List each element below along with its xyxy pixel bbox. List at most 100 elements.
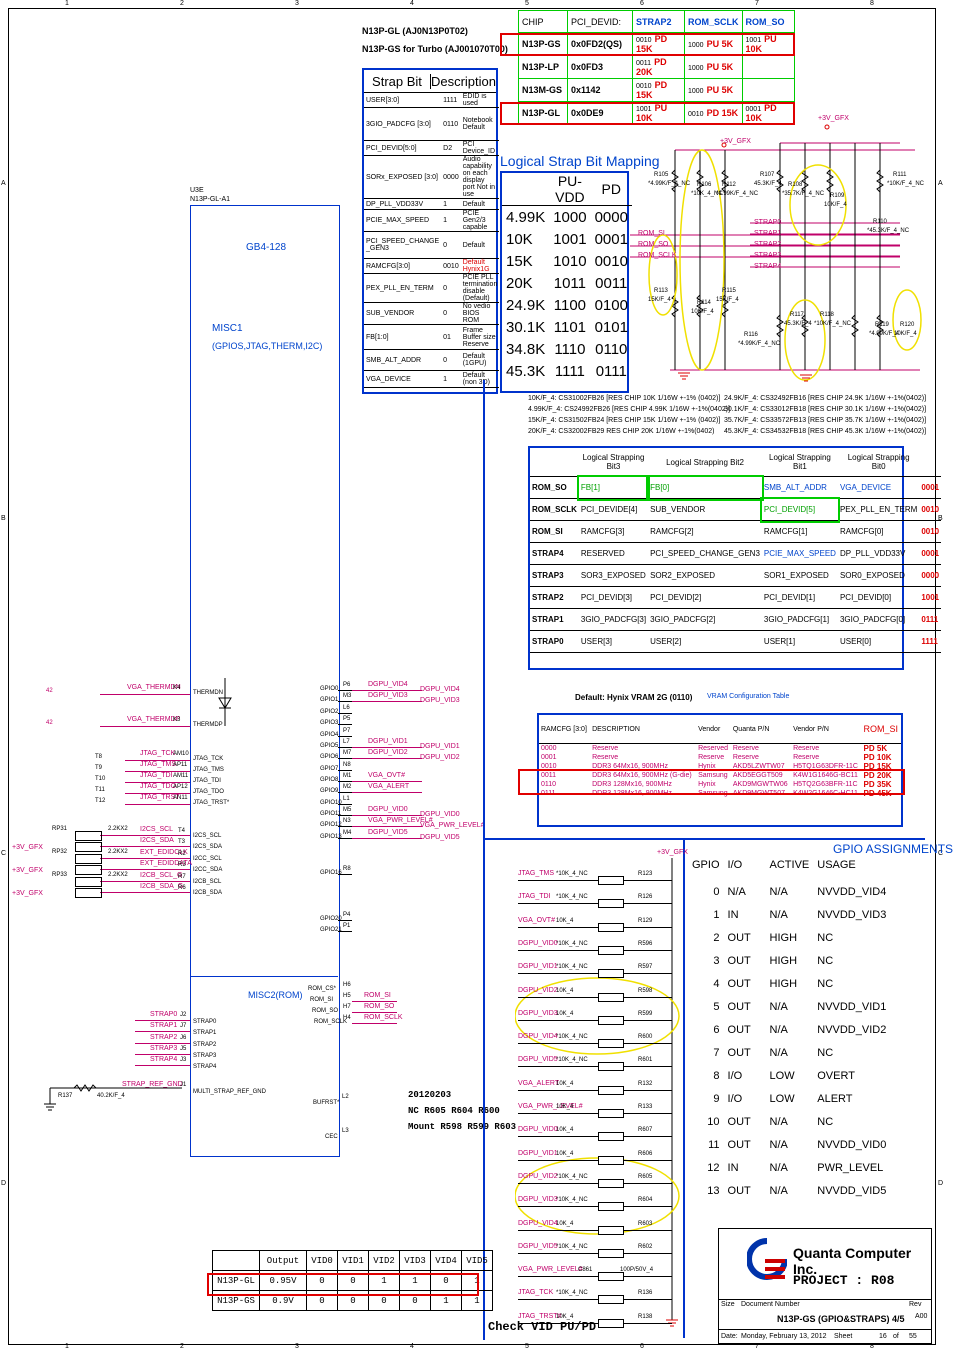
gpio-pin-name: GPIO1 <box>320 697 339 703</box>
i2c-pin: T3 <box>178 839 186 845</box>
pullup-ref: R607 <box>638 1127 653 1134</box>
res-notes-right: 24.9K/F_4: CS32492FB16 [RES CHIP 24.9K 1… <box>724 393 926 437</box>
thermal-diode-icon <box>218 678 232 726</box>
strap-resistor-ref: R116 <box>744 332 758 338</box>
strap-wire <box>135 1043 190 1044</box>
chip-strap-cell <box>741 55 795 79</box>
i2c-rail: +3V_GFX <box>12 844 43 851</box>
strap-resistor-value: 45.3K/F_4 <box>754 181 782 187</box>
strap-resistor-value: *4.99K/F_4_NC <box>648 181 691 187</box>
logical-strap-cell: STRAP4 <box>530 542 579 565</box>
logical-strap-cell: 0000 <box>919 564 942 587</box>
left-signal-wire <box>125 804 190 805</box>
left-signal-chip-pin: JTAG_TRST* <box>193 800 230 806</box>
logical-strap-cell: SOR0_EXPOSED <box>837 564 920 587</box>
logical-map-head-cell <box>502 173 550 206</box>
res-note: 35.7K/F_4: CS33572FB13 [RES CHIP 35.7K 1… <box>724 417 927 424</box>
chip-strap-value: PU 10K <box>636 103 668 123</box>
pullup-resistor-icon <box>598 1062 624 1072</box>
ruler-col: 6 <box>640 0 644 7</box>
i2c-resistor-icon <box>75 865 102 875</box>
strap-resistor-ref: R106 <box>697 182 712 188</box>
logical-strap-cell: USER[1] <box>761 630 838 653</box>
gpio-cell: NC <box>817 977 834 990</box>
strap-pin-number: J3 <box>180 1057 187 1063</box>
pullup-wire <box>518 1229 672 1231</box>
pullup-ref: 100P/50V_4 <box>620 1267 654 1274</box>
ruler-col: 5 <box>525 0 529 7</box>
left-signal-ref: 42 <box>46 688 53 694</box>
rom-pin-name: ROM_SI <box>310 997 334 1003</box>
strap-net: ROM_SCLK <box>638 252 677 259</box>
logical-map-cell: 0111 <box>595 362 627 380</box>
pullup-wire <box>518 1299 672 1301</box>
gpio-cell: OUT <box>727 1138 751 1151</box>
strap-net: ROM_SI <box>638 230 665 237</box>
strap-bit-value: 1 <box>441 209 461 232</box>
cec-pinno: L3 <box>342 1128 349 1134</box>
gpio-cell: IN <box>727 1161 739 1174</box>
title-divider <box>719 1299 931 1300</box>
vram-cell: DDR3 128Mx16, 900MHz <box>592 781 672 788</box>
pullup-ref: R598 <box>638 987 653 994</box>
misc2-title: MISC2(ROM) <box>248 990 303 1000</box>
gpio-pin-number: P5 <box>343 716 351 722</box>
gpio-cell: NVVDD_VID1 <box>817 1000 887 1013</box>
vram-cell: 0000 <box>541 745 557 752</box>
gpio-cell: 6 <box>713 1023 720 1036</box>
strap-resistor-ref: R111 <box>893 172 907 178</box>
gpio-cell: 10 <box>707 1115 720 1128</box>
vid-head-cell: VID4 <box>430 1250 462 1271</box>
gpio-pin-name: GPIO7 <box>320 766 339 772</box>
logical-strap-head-cell <box>530 448 579 477</box>
strap-pin-number: J2 <box>180 1012 187 1018</box>
i2c-pin: R6 <box>178 885 186 891</box>
i2c-chip-pin: I2CS_SCL <box>193 833 222 839</box>
rev-label: Rev <box>909 1301 922 1308</box>
chip-devid-table: CHIP PCI_DEVID: STRAP2 ROM_SCLK ROM_SO N… <box>518 10 795 125</box>
rail-label: +3V_GFX <box>818 115 849 122</box>
strap-resistor-value: 10K/F_4 <box>894 331 917 337</box>
i2c-wire <box>100 892 190 893</box>
gpio-pin-number: N3 <box>343 818 351 824</box>
pullup-wire <box>518 1206 672 1208</box>
pullup-value: 10K_4 <box>556 1150 574 1157</box>
doc-label: Document Number <box>741 1301 800 1308</box>
strap-net: STRAP0 <box>754 219 782 226</box>
i2c-resistor-icon <box>75 831 102 841</box>
strap-net: STRAP1 <box>754 230 782 237</box>
strap-resistor-value: *4.99K/F_4_NC <box>738 341 781 347</box>
gpio-pin-name: GPIO3 <box>320 720 339 726</box>
pullup-net: DGPU_VID5 <box>518 1056 558 1064</box>
i2c-chip-pin: I2CB_SCL <box>193 879 222 885</box>
logical-strap-cell: VGA_DEVICE <box>837 476 920 499</box>
chip-part: N13P-GL-A1 <box>190 196 231 203</box>
gpio-pin-stub <box>338 747 352 748</box>
left-signal-pin: AM10 <box>173 751 189 757</box>
pullup-net: DGPU_VID0 <box>518 939 558 947</box>
strap-bit-desc: Notebook Default <box>460 107 500 141</box>
strap-bit-title: Strap Bit <box>372 73 422 89</box>
vram-head-cell: Vendor P/N <box>791 715 862 744</box>
pullup-value: *10K_4_NC <box>556 1197 588 1204</box>
strap-bit-desc: EDID is used <box>460 93 500 108</box>
r137-wire <box>44 1084 182 1111</box>
pullup-wire <box>518 1159 672 1161</box>
strap-bit-value: 0000 <box>441 155 461 199</box>
i2c-wire <box>100 881 190 882</box>
highlight-vram-0010-0011 <box>518 769 905 795</box>
rom-pin-name: ROM_CS* <box>308 986 337 992</box>
res-note: 30.1K/F_4: CS33012FB18 [RES CHIP 30.1K 1… <box>724 406 927 413</box>
